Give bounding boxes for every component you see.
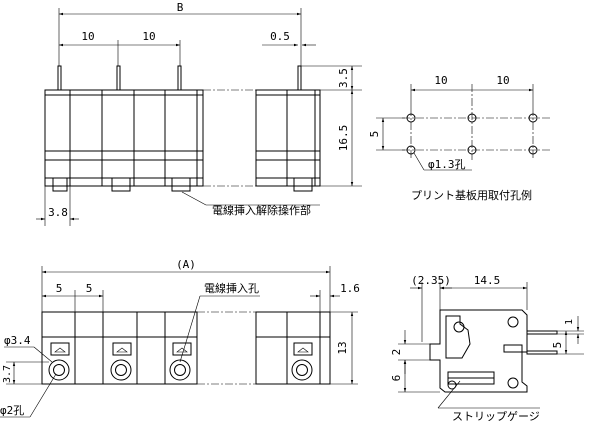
label-strip-gauge: ストリップゲージ — [452, 410, 540, 423]
dim-hole-offset: 3.7 — [2, 365, 13, 383]
label-release: 電線挿入解除操作部 — [212, 203, 311, 217]
dim-hole-large: φ3.4 — [4, 334, 31, 347]
dim-foot: 3.8 — [48, 206, 68, 219]
dim-hole-small: φ2孔 — [0, 404, 24, 417]
dim-side-bottom: 6 — [390, 375, 403, 382]
dim-side-pin-spacing: 5 — [551, 342, 564, 349]
dim-a: (A) — [176, 258, 196, 271]
side-view: (2.35) 14.5 1 5 2 6 ストリップゲージ — [390, 274, 584, 423]
dim-b: B — [177, 1, 184, 14]
pcb-pattern: 10 10 5 φ1.3孔 プリント基板用取付孔例 — [368, 74, 552, 202]
dim-side-slot: 2 — [390, 349, 403, 356]
top-body-right — [255, 89, 321, 187]
wire-holes — [48, 359, 313, 381]
dim-pin-thickness: 0.5 — [270, 30, 290, 43]
dim-front-pitch-1: 5 — [56, 282, 63, 295]
dim-pcb-hole: φ1.3孔 — [428, 158, 466, 171]
front-view: (A) 5 5 電線挿入孔 1.6 13 φ3.4 3.7 φ2孔 — [0, 258, 360, 418]
dim-pcb-row: 5 — [368, 131, 381, 138]
front-body-right — [255, 311, 331, 385]
dim-pcb-pitch-2: 10 — [496, 74, 509, 87]
dim-side-pin: 1 — [564, 319, 575, 325]
dim-side-offset: (2.35) — [411, 274, 451, 287]
top-view: B 10 10 0.5 3.5 16.5 3.8 電線挿入解除操作部 — [36, 1, 362, 226]
dim-front-pitch-2: 5 — [86, 282, 93, 295]
pcb-caption: プリント基板用取付孔例 — [411, 188, 532, 202]
top-body-left — [44, 89, 204, 187]
pcb-holes — [406, 113, 538, 155]
dim-top-height: 16.5 — [337, 125, 350, 152]
side-body — [429, 309, 528, 393]
front-body-left — [41, 311, 198, 385]
dim-pin-length: 3.5 — [337, 68, 350, 88]
dim-front-edge: 1.6 — [340, 282, 360, 295]
dim-pcb-pitch-1: 10 — [434, 74, 447, 87]
dim-front-height: 13 — [336, 341, 349, 354]
dim-top-pitch-1: 10 — [81, 30, 94, 43]
label-wire-hole: 電線挿入孔 — [204, 281, 259, 295]
dim-side-depth: 14.5 — [474, 274, 501, 287]
dim-top-pitch-2: 10 — [142, 30, 155, 43]
top-pins — [57, 65, 302, 91]
